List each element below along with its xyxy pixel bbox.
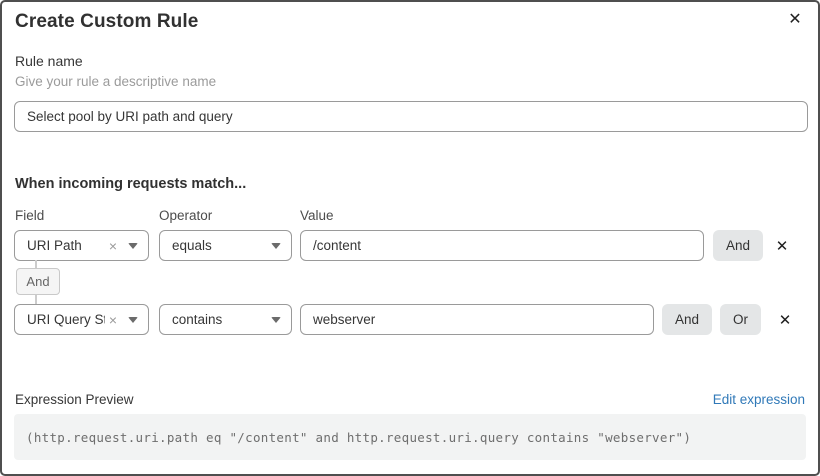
chevron-down-icon [128,316,138,323]
and-button-row1[interactable]: And [713,230,764,261]
remove-condition-icon-row1[interactable]: ✕ [771,235,793,257]
match-heading: When incoming requests match... [15,176,247,192]
value-input-row2[interactable] [300,304,654,335]
field-select-row1-value: URI Path [27,238,82,253]
column-label-operator: Operator [159,208,213,223]
operator-select-row1[interactable]: equals [159,230,292,261]
or-button-row2[interactable]: Or [720,304,761,335]
connector-and-chip[interactable]: And [16,268,60,295]
page-title: Create Custom Rule [15,11,199,32]
expression-preview-code: (http.request.uri.path eq "/content" and… [14,414,806,460]
column-label-field: Field [15,208,45,223]
rule-name-label: Rule name [15,53,83,69]
and-button-row2[interactable]: And [662,304,713,335]
clear-selection-icon[interactable]: × [108,237,117,254]
rule-name-input[interactable] [14,101,808,132]
operator-select-row2[interactable]: contains [159,304,292,335]
rule-name-helper: Give your rule a descriptive name [15,74,217,89]
remove-condition-icon-row2[interactable]: ✕ [774,309,796,331]
field-select-row2[interactable]: URI Query St... × [14,304,149,335]
field-select-row2-value: URI Query St... [27,312,105,327]
field-select-row1[interactable]: URI Path × [14,230,149,261]
value-input-row1[interactable] [300,230,704,261]
expression-preview-label: Expression Preview [15,392,134,407]
chevron-down-icon [271,242,281,249]
close-icon[interactable]: ✕ [784,8,806,30]
clear-selection-icon[interactable]: × [108,311,117,328]
operator-select-row2-value: contains [172,312,223,327]
chevron-down-icon [271,316,281,323]
column-label-value: Value [300,208,334,223]
chevron-down-icon [128,242,138,249]
operator-select-row1-value: equals [172,238,212,253]
edit-expression-link[interactable]: Edit expression [712,392,805,407]
